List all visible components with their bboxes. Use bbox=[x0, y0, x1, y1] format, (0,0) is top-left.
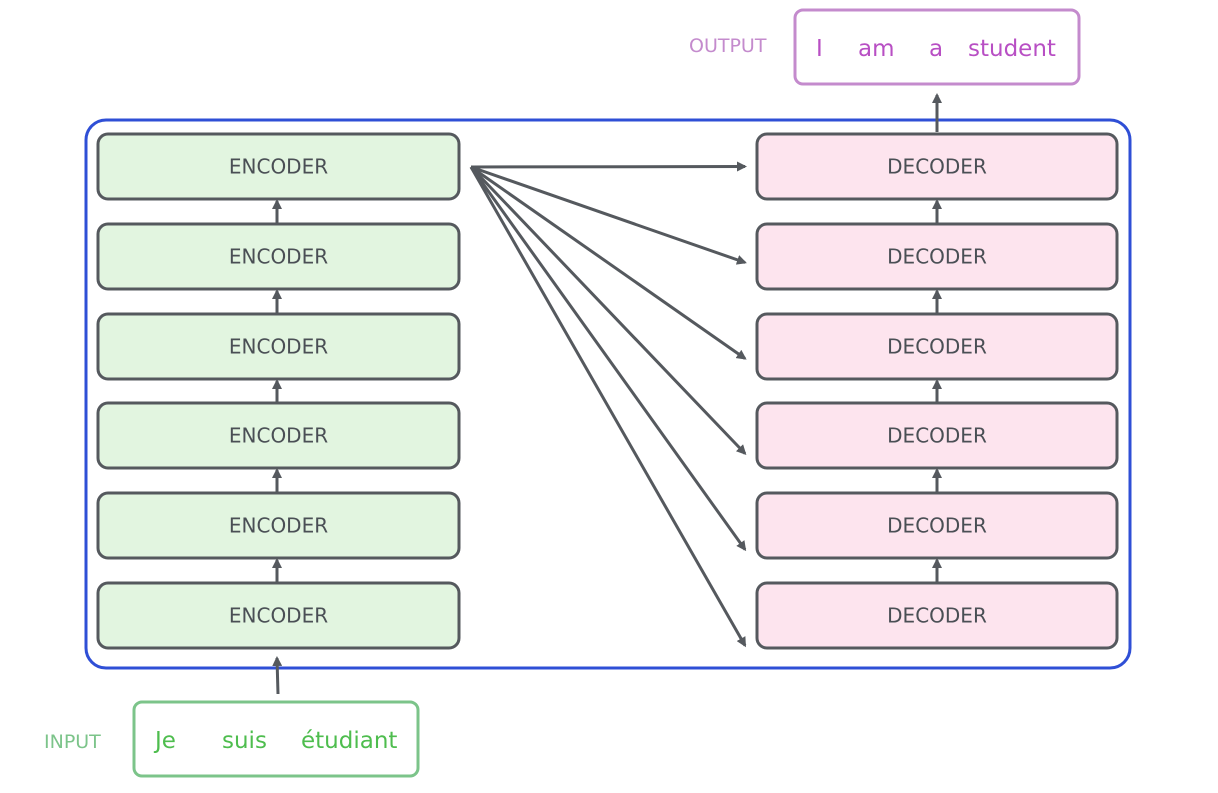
decoder-label: DECODER bbox=[887, 514, 987, 538]
encoder-block: ENCODER bbox=[96, 222, 461, 291]
decoder-label: DECODER bbox=[887, 424, 987, 448]
encoder-output-to-decoder-arrow bbox=[470, 165, 747, 265]
decoder-label: DECODER bbox=[887, 155, 987, 179]
encoder-label: ENCODER bbox=[229, 335, 328, 359]
encoder-label: ENCODER bbox=[229, 245, 328, 269]
decoder-block: DECODER bbox=[755, 581, 1119, 650]
encoder-block: ENCODER bbox=[96, 401, 461, 470]
decoder-block: DECODER bbox=[755, 312, 1119, 381]
output-word: I bbox=[816, 36, 823, 62]
decoder-block: DECODER bbox=[755, 222, 1119, 291]
decoder-box bbox=[755, 581, 1119, 650]
output-label: OUTPUT bbox=[689, 35, 767, 57]
encoder-block: ENCODER bbox=[96, 312, 461, 381]
decoder-label: DECODER bbox=[887, 335, 987, 359]
encoder-output-to-decoder-arrow bbox=[469, 165, 747, 455]
decoder-label: DECODER bbox=[887, 245, 987, 269]
encoder-decoder-connections bbox=[469, 161, 747, 648]
encoder-output-to-decoder-arrow bbox=[470, 165, 747, 360]
encoder-label: ENCODER bbox=[229, 424, 328, 448]
encoder-block: ENCODER bbox=[96, 491, 461, 560]
encoder-stack: ENCODER ENCODER ENCODER ENCODER ENCODER ENCOD… bbox=[96, 132, 461, 650]
input-box bbox=[132, 700, 420, 778]
encoder-output-to-decoder-arrow bbox=[470, 161, 747, 172]
decoder-stack: DECODER DECODER DECODER DECODER DECODER DECOD… bbox=[755, 132, 1119, 650]
encoder-label: ENCODER bbox=[229, 604, 328, 628]
encoder-box bbox=[96, 581, 461, 650]
output-word: student bbox=[968, 36, 1056, 62]
input-label: INPUT bbox=[44, 731, 101, 753]
encoder-output-to-decoder-arrow bbox=[469, 166, 747, 552]
encoder-block: ENCODER bbox=[96, 132, 461, 201]
decoder-block: DECODER bbox=[755, 132, 1119, 201]
model-container bbox=[84, 118, 1132, 670]
decoder-block: DECODER bbox=[755, 491, 1119, 560]
output-word: a bbox=[929, 36, 943, 62]
input-word: suis bbox=[222, 728, 267, 754]
decoder-label: DECODER bbox=[887, 604, 987, 628]
input-word: Je bbox=[153, 728, 176, 754]
input-word: étudiant bbox=[301, 728, 397, 754]
encoder-label: ENCODER bbox=[229, 514, 328, 538]
encoder-label: ENCODER bbox=[229, 155, 328, 179]
decoder-block: DECODER bbox=[755, 401, 1119, 470]
encoder-output-to-decoder-arrow bbox=[469, 166, 747, 648]
input-arrow bbox=[272, 656, 283, 695]
output-word: am bbox=[858, 36, 895, 62]
encoder-block: ENCODER bbox=[96, 581, 461, 650]
output-box bbox=[793, 8, 1081, 86]
